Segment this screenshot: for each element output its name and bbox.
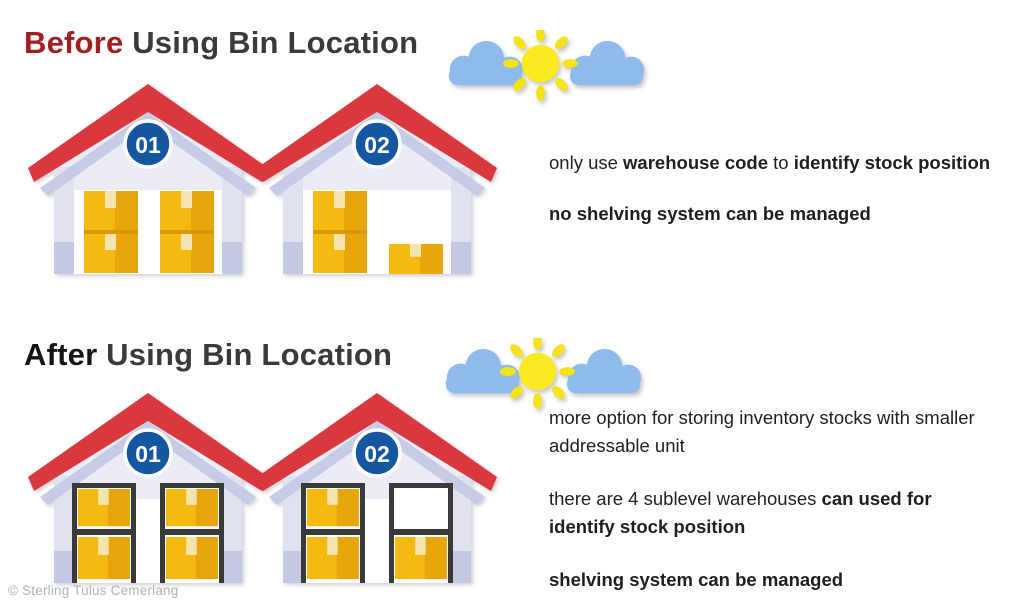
shelf-unit: [72, 483, 136, 583]
shelf-unit: [301, 483, 365, 583]
before-point-1: only use warehouse code to identify stoc…: [549, 149, 1024, 177]
after-point-1: more option for storing inventory stocks…: [549, 404, 1001, 460]
warehouse-number-label: 01: [135, 132, 161, 158]
text-segment: warehouse code: [623, 152, 769, 173]
before-title-rest: Using Bin Location: [123, 24, 419, 60]
shelf-unit-empty-top: [389, 483, 453, 583]
warehouse-after-01: 01: [28, 393, 268, 583]
text-segment: no shelving system can be managed: [549, 203, 871, 224]
after-warehouses-row: 01 02: [28, 393, 497, 583]
text-segment: shelving system can be managed: [549, 569, 844, 590]
shelf-unit: [160, 483, 224, 583]
copyright-notice: © Sterling Tulus Cemerlang: [8, 583, 179, 598]
warehouse-after-02: 02: [257, 393, 497, 583]
before-section-title: Before Using Bin Location: [24, 24, 418, 62]
text-segment: can used for identify stock position: [549, 488, 932, 537]
warehouse-number-badge: [352, 428, 402, 478]
after-point-3: shelving system can be managed: [549, 566, 1001, 594]
text-segment: more option for storing inventory stocks…: [549, 407, 975, 456]
warehouse-number-label: 01: [135, 441, 161, 467]
warehouse-before-02: 02: [257, 84, 497, 274]
before-description: only use warehouse code to identify stoc…: [549, 149, 1024, 251]
before-title-highlight: Before: [24, 24, 124, 60]
after-point-2: there are 4 sublevel warehouses can used…: [549, 485, 1001, 541]
text-segment: to: [768, 152, 794, 173]
warehouse-number-label: 02: [364, 132, 390, 158]
text-segment: there are 4 sublevel warehouses: [549, 488, 822, 509]
after-title-rest: Using Bin Location: [97, 336, 393, 372]
warehouse-before-01: 01: [28, 84, 268, 274]
warehouse-number-badge: [123, 119, 173, 169]
after-title-highlight: After: [24, 336, 98, 372]
warehouse-number-badge: [123, 428, 173, 478]
warehouse-number-badge: [352, 119, 402, 169]
box-stack: [84, 191, 214, 273]
text-segment: only use: [549, 152, 624, 173]
after-section-title: After Using Bin Location: [24, 336, 392, 374]
box-stack: [313, 191, 443, 274]
before-warehouses-row: 01 02: [28, 84, 497, 274]
before-point-2: no shelving system can be managed: [549, 200, 1024, 228]
text-segment: identify stock position: [793, 152, 991, 173]
warehouse-number-label: 02: [364, 441, 390, 467]
after-description: more option for storing inventory stocks…: [549, 404, 1001, 606]
